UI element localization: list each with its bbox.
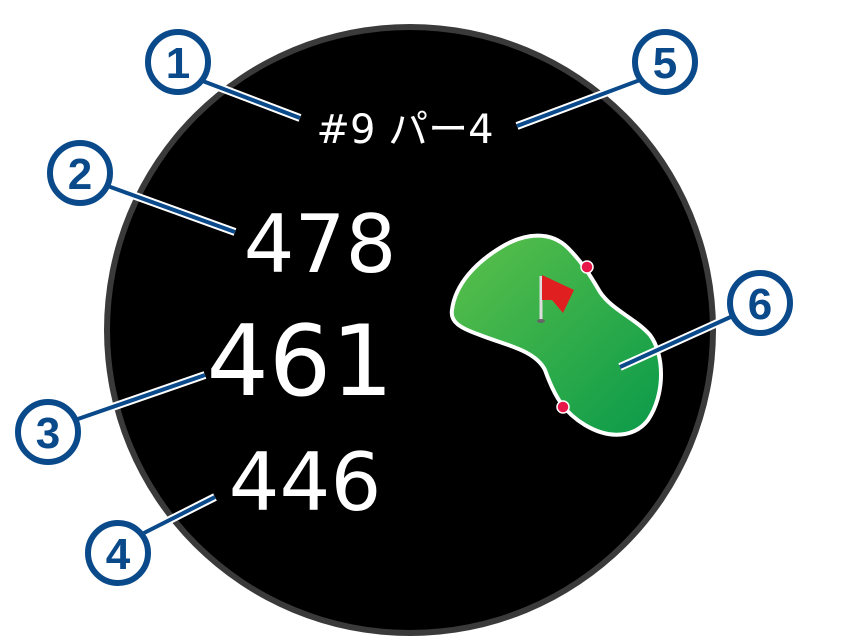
svg-text:6: 6 [748, 280, 772, 329]
green-map [449, 233, 663, 437]
distance-back-of-green: 478 [244, 198, 397, 291]
hole-number-par: #9 パー4 [316, 107, 493, 153]
callout-5: 5 [632, 29, 698, 95]
svg-text:5: 5 [653, 39, 677, 88]
svg-text:2: 2 [68, 150, 92, 199]
flag-icon [542, 275, 574, 313]
callout-lines [73, 76, 737, 539]
distance-middle-of-green: 461 [206, 305, 393, 419]
svg-text:4: 4 [106, 530, 131, 579]
svg-text:3: 3 [36, 409, 60, 458]
distance-front-of-green: 446 [229, 436, 382, 529]
callout-1: 1 [145, 29, 211, 95]
callout-4: 4 [85, 520, 151, 586]
putting-green [449, 233, 663, 437]
pin-dot-front [556, 400, 570, 414]
hole-cup [537, 319, 545, 323]
svg-text:1: 1 [166, 39, 190, 88]
callout-6: 6 [727, 270, 793, 336]
pin-dot-back [580, 260, 594, 274]
callout-2: 2 [47, 140, 113, 206]
watch-face [104, 24, 716, 636]
watch-screen [110, 30, 710, 630]
callout-3: 3 [15, 399, 81, 465]
